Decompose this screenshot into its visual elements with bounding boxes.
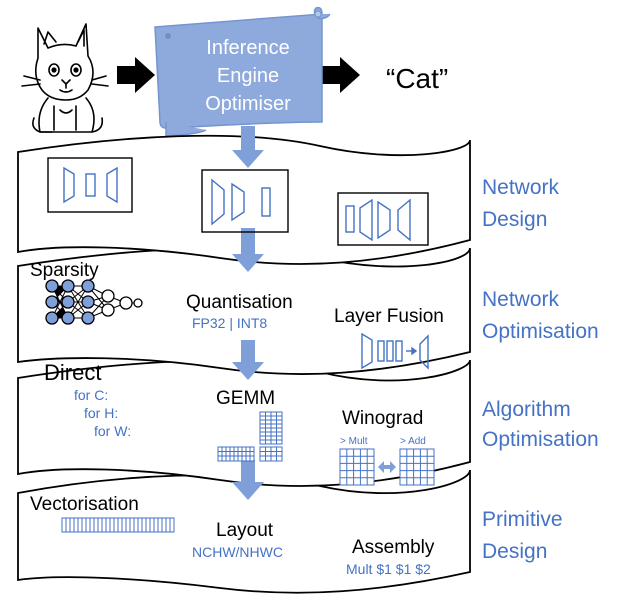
gemm-matrices-icon <box>217 411 283 462</box>
loop-h-label: for H: <box>84 405 118 421</box>
layer-title-primitive-design-1: Primitive <box>482 508 563 531</box>
layer-title-network-optimisation-2: Optimisation <box>482 320 599 343</box>
network-architecture-3 <box>337 192 429 246</box>
swap-arrow-icon <box>378 461 396 473</box>
vector-register-icon <box>61 517 175 533</box>
layer-title-algorithm-optimisation-1: Algorithm <box>482 398 571 421</box>
flow-arrows <box>232 126 264 500</box>
winograd-mult-label: > Mult <box>340 436 368 447</box>
cat-illustration <box>21 23 109 133</box>
layer-title-primitive-design-2: Design <box>482 540 547 563</box>
network-architecture-2 <box>201 169 289 233</box>
fused-layer-icon <box>361 332 429 370</box>
optimiser-title-line-3: Optimiser <box>205 93 291 115</box>
arrow-right-icon <box>117 57 155 93</box>
loop-c-label: for C: <box>74 387 108 403</box>
winograd-label: Winograd <box>342 408 423 429</box>
winograd-add-label: > Add <box>400 436 426 447</box>
layer-title-algorithm-optimisation-2: Optimisation <box>482 428 599 451</box>
layout-label: Layout <box>216 520 274 541</box>
network-architecture-1 <box>47 157 133 213</box>
direct-label: Direct <box>44 360 101 385</box>
layer-fusion-label: Layer Fusion <box>334 306 444 327</box>
assembly-label: Assembly <box>352 537 435 558</box>
quantisation-precision-label: FP32 | INT8 <box>192 315 267 331</box>
layer-title-network-optimisation-1: Network <box>482 288 560 311</box>
optimiser-title-line-1: Inference <box>206 37 289 59</box>
vectorisation-label: Vectorisation <box>30 494 139 515</box>
loop-w-label: for W: <box>94 423 131 439</box>
quantisation-label: Quantisation <box>186 292 293 313</box>
neural-network-icon <box>45 279 143 325</box>
layer-title-network-design-2: Design <box>482 208 547 231</box>
sparsity-label: Sparsity <box>30 260 99 281</box>
optimiser-scroll: Inference Engine Optimiser <box>154 6 331 137</box>
winograd-grids-icon <box>339 448 435 486</box>
arrow-right-icon <box>322 57 360 93</box>
assembly-instruction-label: Mult $1 $1 $2 <box>346 561 431 577</box>
optimiser-title-line-2: Engine <box>217 65 279 87</box>
output-label: “Cat” <box>386 63 448 94</box>
layout-format-label: NCHW/NHWC <box>192 544 283 560</box>
layer-title-network-design-1: Network <box>482 176 560 199</box>
gemm-label: GEMM <box>216 388 275 409</box>
